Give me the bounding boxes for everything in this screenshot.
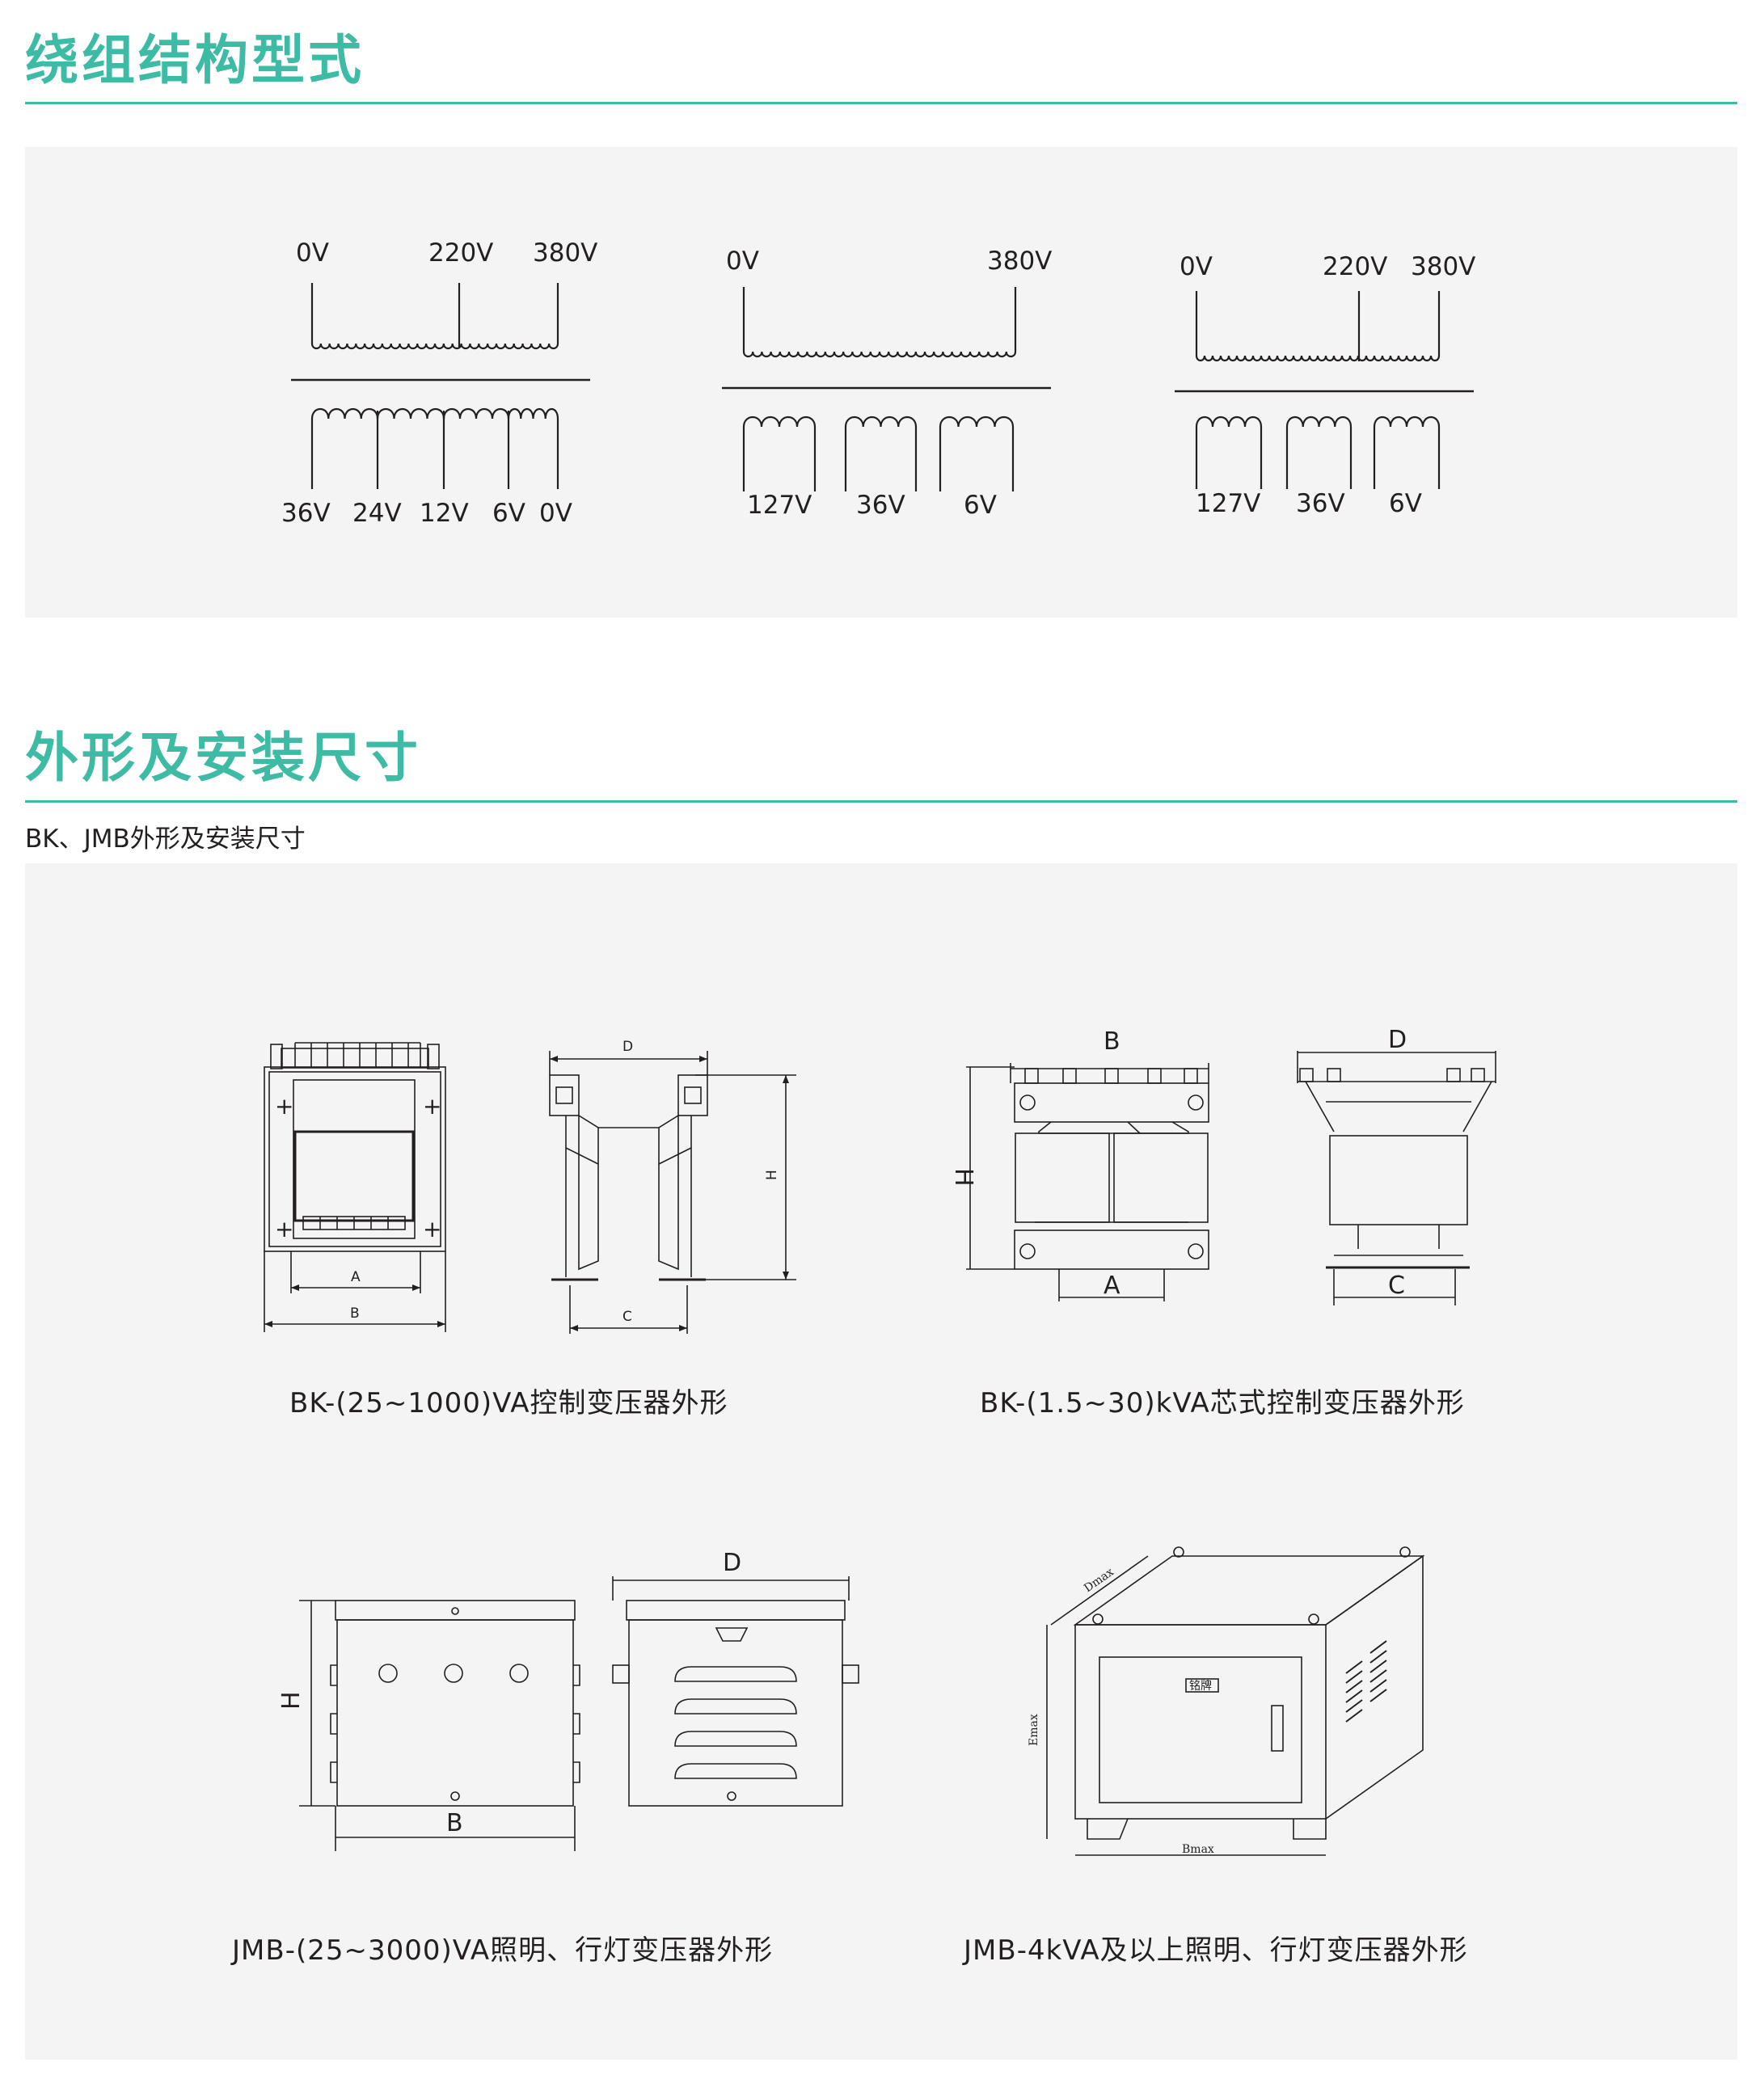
dimension-label-d: D [622,1039,633,1055]
drawing-bk-small-front: + + + + A B [264,1042,446,1332]
svg-text:+: + [423,1093,441,1120]
tap-label: 0V [539,499,572,528]
drawing-jmb-small-front: H B [277,1600,580,1851]
tap-label: 220V [1323,252,1387,281]
secondary-coil [507,407,559,420]
dimension-label-b: B [1104,1027,1120,1056]
tap-label: 380V [1411,252,1475,281]
tap-label: 0V [296,238,329,268]
svg-text:+: + [423,1216,441,1242]
drawing-caption: JMB-4kVA及以上照明、行灯变压器外形 [964,1934,1468,1967]
drawing-caption: BK-(1.5~30)kVA芯式控制变压器外形 [980,1387,1465,1419]
tap-label: 6V [964,491,997,520]
section-title-dimensions: 外形及安装尺寸 [25,727,421,789]
drawing-jmb-large-iso: 铭牌 Emax Bmax Dmax [1028,1546,1425,1856]
dimension-label-h: H [949,1168,977,1187]
section-divider [25,102,1737,104]
winding-diagram-2: 0V 380V 127V 36V 6V [722,247,1052,520]
winding-panel [25,147,1737,618]
dimension-label-h: H [277,1691,306,1710]
drawing-caption: BK-(25~1000)VA控制变压器外形 [289,1387,728,1419]
dimension-label-c: C [622,1309,632,1325]
dimension-label-h: H [764,1170,780,1180]
dimension-label-emax: Emax [1028,1714,1040,1746]
dimensions-panel [25,863,1737,2060]
secondary-coil [310,407,379,420]
drawing-caption: JMB-(25~3000)VA照明、行灯变压器外形 [232,1934,774,1967]
drawing-bk-core-side: D C [1297,1026,1496,1305]
secondary-coil [376,407,445,420]
dimension-label-c: C [1388,1272,1405,1300]
tap-label: 24V [352,499,402,528]
winding-diagram-1: 0V 220V 380V 36V 24V 12V 6V 0V [281,238,597,528]
secondary-coil [442,407,510,420]
tap-label: 127V [747,491,812,520]
dimension-label-b: B [350,1305,360,1322]
secondary-coil [1195,415,1263,428]
winding-diagram-3: 0V 220V 380V 127V 36V 6V [1175,252,1475,518]
primary-coil [742,351,1017,358]
tap-label: 6V [1389,489,1422,518]
tap-label: 0V [726,247,759,276]
svg-text:+: + [275,1093,293,1120]
nameplate-label: 铭牌 [1189,1679,1212,1693]
drawing-jmb-small-side: D [612,1549,859,1807]
secondary-coil [1373,415,1441,428]
secondary-coil [1285,415,1353,428]
tap-label: 127V [1196,489,1260,518]
drawing-bk-core-front: B H A [949,1027,1209,1301]
secondary-coil [742,415,817,428]
tap-label: 36V [856,491,905,520]
section-subtitle: BK、JMB外形及安装尺寸 [25,825,306,854]
tap-label: 220V [428,238,493,268]
dimension-label-d: D [723,1549,741,1577]
tap-label: 6V [492,499,525,528]
tap-label: 36V [281,499,331,528]
tap-label: 0V [1180,252,1213,281]
dimension-label-d: D [1388,1026,1407,1054]
dimension-label-a: A [1104,1272,1120,1300]
dimension-label-a: A [351,1269,361,1285]
section-title-winding: 绕组结构型式 [25,29,365,91]
primary-coil [1195,355,1441,362]
secondary-coil [939,415,1015,428]
tap-label: 380V [987,247,1052,276]
primary-coil [310,343,559,350]
svg-text:+: + [275,1216,293,1242]
drawing-bk-small-side: D H C [549,1039,796,1334]
secondary-coil [844,415,918,428]
section-divider [25,800,1737,803]
dimension-label-bmax: Bmax [1182,1843,1214,1856]
tap-label: 12V [420,499,469,528]
tap-label: 36V [1296,489,1345,518]
tap-label: 380V [533,238,597,268]
dimension-label-b: B [446,1809,463,1837]
